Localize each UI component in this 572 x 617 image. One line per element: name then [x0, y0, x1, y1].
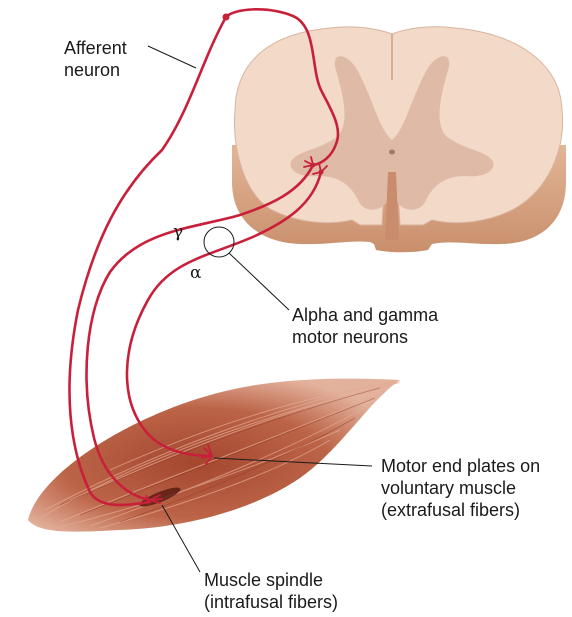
- spindle-label-line2: (intrafusal fibers): [204, 591, 338, 613]
- afferent-leader-line: [148, 46, 196, 68]
- motor-neuron-encircle: [204, 227, 234, 257]
- afferent-neuron-label: Afferent neuron: [64, 37, 127, 81]
- alpha-symbol: α: [190, 263, 201, 283]
- afferent-label-line2: neuron: [64, 59, 127, 81]
- gamma-symbol: γ: [173, 222, 183, 242]
- alpha-terminal-dot: [319, 170, 324, 175]
- afferent-label-line1: Afferent: [64, 37, 127, 59]
- motor-end-label-line2: voluntary muscle: [381, 477, 540, 499]
- motor-neuron-leader-line: [229, 253, 289, 310]
- muscle-spindle-label: Muscle spindle (intrafusal fibers): [204, 569, 338, 613]
- motor-end-label-line1: Motor end plates on: [381, 455, 540, 477]
- alpha-gamma-label-line2: motor neurons: [292, 326, 438, 348]
- alpha-gamma-motor-neurons-label: Alpha and gamma motor neurons: [292, 304, 438, 348]
- afferent-cell-body: [223, 14, 230, 21]
- spindle-label-line1: Muscle spindle: [204, 569, 338, 591]
- central-canal: [389, 150, 395, 155]
- alpha-gamma-label-line1: Alpha and gamma: [292, 304, 438, 326]
- motor-end-plates-label: Motor end plates on voluntary muscle (ex…: [381, 455, 540, 521]
- voluntary-muscle: [28, 379, 400, 532]
- motor-end-label-line3: (extrafusal fibers): [381, 499, 540, 521]
- muscle-belly: [28, 379, 400, 532]
- afferent-terminal-dot: [311, 163, 316, 168]
- spinal-cord-cross-section: [232, 27, 566, 252]
